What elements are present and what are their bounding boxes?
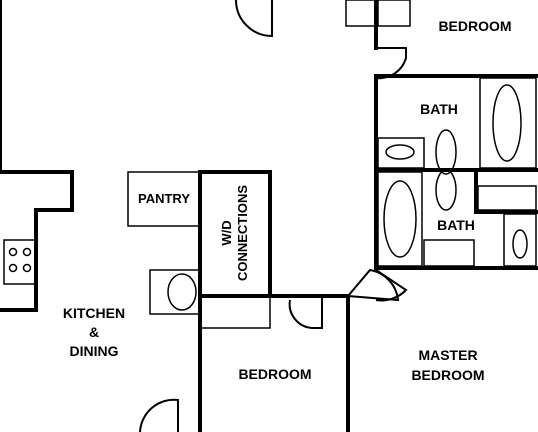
wd-shelf: [199, 295, 271, 329]
pantry-box: [127, 171, 201, 227]
bath-upper-tub-basin: [492, 84, 522, 162]
fixtures: [3, 0, 537, 329]
bath-upper-tub: [479, 77, 537, 169]
bath-upper-toilet: [435, 129, 457, 175]
door-swing-master: [345, 268, 400, 302]
label-wd-line2: CONNECTIONS: [235, 185, 250, 281]
label-master-line1: MASTER: [418, 347, 477, 363]
door-swing-bedroom-top: [375, 47, 407, 80]
label-bedroom-bottom: BEDROOM: [238, 366, 311, 382]
bath-lower-tub-basin: [383, 180, 417, 258]
stove-burner: [8, 247, 18, 257]
door-swing-entry: [235, 0, 273, 38]
label-kitchen-line1: KITCHEN: [63, 305, 125, 321]
stove-burner: [22, 247, 32, 257]
wall-kitchen-top: [0, 170, 74, 312]
bath-lower-sink: [512, 229, 528, 259]
bath-upper-vanity: [377, 137, 425, 169]
stove: [3, 239, 37, 285]
bath-upper-sink: [385, 144, 415, 160]
label-wd-line1: W/D: [219, 220, 234, 245]
kitchen-sink-box: [149, 269, 201, 315]
label-kitchen-line2: &: [89, 324, 99, 340]
kitchen-sink-bowl: [167, 273, 197, 311]
label-bath-lower: BATH: [437, 217, 475, 233]
wall-bath-closet: [474, 168, 538, 214]
bath-lower-side-cabinet: [503, 213, 537, 267]
stove-burner: [8, 263, 18, 273]
bath-lower-closet-shelf: [477, 185, 537, 211]
bath-lower-tub: [377, 171, 423, 267]
label-master-line2: BEDROOM: [411, 367, 484, 383]
label-wd-connections: W/D CONNECTIONS: [219, 185, 250, 281]
label-bath-upper: BATH: [420, 101, 458, 117]
door-swing-kitchen: [139, 398, 179, 432]
door-swing-bath: [375, 269, 408, 302]
doors: [139, 0, 408, 432]
label-pantry: PANTRY: [138, 191, 190, 206]
stove-burner: [22, 263, 32, 273]
bath-lower-vanity: [423, 239, 475, 267]
door-swing-bedroom-bottom: [288, 296, 323, 329]
bath-lower-toilet: [435, 169, 457, 211]
room-labels: BEDROOM BATH BATH PANTRY W/D CONNECTIONS…: [63, 18, 512, 383]
label-bedroom-top: BEDROOM: [438, 18, 511, 34]
label-kitchen-line3: DINING: [70, 343, 119, 359]
